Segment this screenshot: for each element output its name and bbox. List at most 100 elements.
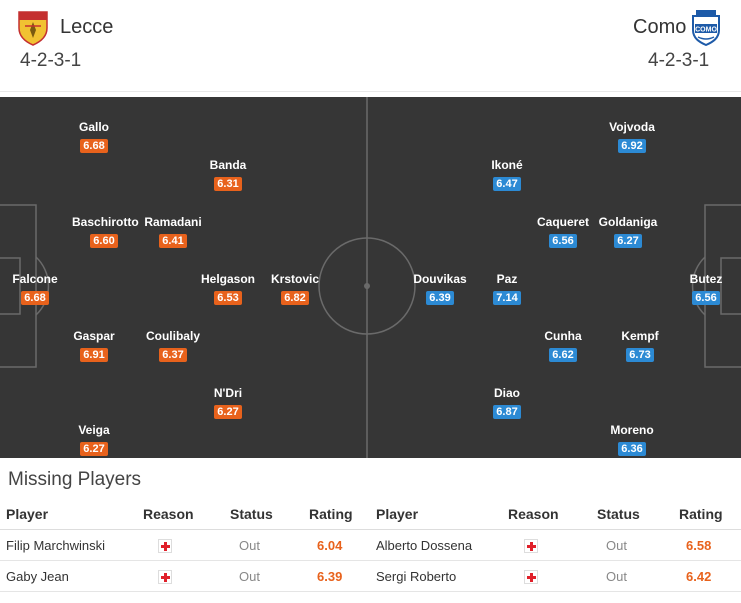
- header-rating: Rating: [679, 506, 723, 522]
- missing-player-name[interactable]: Filip Marchwinski: [6, 538, 105, 553]
- player-rating: 6.92: [618, 139, 646, 153]
- player-name: Coulibaly: [145, 329, 200, 343]
- player-name: Ikoné: [491, 158, 523, 172]
- header-player: Player: [6, 506, 49, 522]
- player-name: Douvikas: [413, 272, 467, 286]
- player-name: Veiga: [78, 423, 110, 437]
- home-player-helgason[interactable]: Helgason 6.53: [199, 272, 257, 306]
- player-name: Baschirotto: [72, 215, 139, 229]
- player-rating: 6.39: [426, 291, 454, 305]
- pitch: Gallo 6.68 Banda 6.31 Baschirotto 6.60 R…: [0, 97, 741, 458]
- away-player-vojvoda[interactable]: Vojvoda 6.92: [592, 120, 672, 154]
- player-name: Kempf: [621, 329, 659, 343]
- svg-text:COMO: COMO: [695, 27, 717, 34]
- player-rating: 6.60: [90, 234, 118, 248]
- header-reason: Reason: [143, 506, 194, 522]
- away-player-goldaniga[interactable]: Goldaniga 6.27: [597, 215, 659, 249]
- missing-player-name[interactable]: Sergi Roberto: [376, 569, 457, 584]
- home-player-veiga[interactable]: Veiga 6.27: [54, 423, 134, 457]
- player-name: Banda: [209, 158, 247, 172]
- player-name: Diao: [493, 386, 520, 400]
- player-rating: 6.68: [21, 291, 49, 305]
- away-player-ikone[interactable]: Ikoné 6.47: [467, 158, 547, 192]
- player-name: Caqueret: [536, 215, 589, 229]
- player-rating: 7.14: [493, 291, 521, 305]
- home-player-coulibaly[interactable]: Coulibaly 6.37: [133, 329, 213, 363]
- player-name: Gallo: [78, 120, 109, 134]
- table-row: Gaby Jean Out 6.39 Sergi Roberto Out 6.4…: [0, 561, 741, 592]
- player-name: Ramadani: [144, 215, 202, 229]
- injury-cross-icon: [158, 570, 172, 584]
- injury-cross-icon: [524, 570, 538, 584]
- away-player-butez[interactable]: Butez 6.56: [666, 272, 741, 306]
- away-player-moreno[interactable]: Moreno 6.36: [592, 423, 672, 457]
- player-rating: 6.27: [80, 442, 108, 456]
- home-player-baschirotto[interactable]: Baschirotto 6.60: [72, 215, 139, 249]
- player-name: Gaspar: [73, 329, 115, 343]
- player-rating: 6.36: [618, 442, 646, 456]
- player-rating: 6.47: [493, 177, 521, 191]
- player-name: Moreno: [610, 423, 654, 437]
- player-rating: 6.91: [80, 348, 108, 362]
- missing-player-name[interactable]: Gaby Jean: [6, 569, 69, 584]
- home-player-banda[interactable]: Banda 6.31: [188, 158, 268, 192]
- player-rating: 6.82: [281, 291, 309, 305]
- header-status: Status: [230, 506, 273, 522]
- player-rating: 6.62: [549, 348, 577, 362]
- player-name: Cunha: [544, 329, 582, 343]
- missing-rating: 6.58: [686, 538, 712, 553]
- player-rating: 6.27: [214, 405, 242, 419]
- injury-cross-icon: [524, 539, 538, 553]
- home-player-gaspar[interactable]: Gaspar 6.91: [54, 329, 134, 363]
- missing-rating: 6.04: [317, 538, 343, 553]
- como-crest-icon[interactable]: COMO: [689, 8, 723, 46]
- home-player-krstovic[interactable]: Krstovic 6.82: [265, 272, 325, 306]
- player-name: Butez: [689, 272, 723, 286]
- home-player-gallo[interactable]: Gallo 6.68: [54, 120, 134, 154]
- player-rating: 6.56: [692, 291, 720, 305]
- away-player-kempf[interactable]: Kempf 6.73: [600, 329, 680, 363]
- player-name: Paz: [496, 272, 518, 286]
- player-name: Helgason: [200, 272, 255, 286]
- missing-status: Out: [239, 538, 260, 553]
- home-player-ramadani[interactable]: Ramadani 6.41: [141, 215, 205, 249]
- missing-rating: 6.42: [686, 569, 712, 584]
- home-team-name[interactable]: Lecce: [60, 16, 114, 38]
- player-rating: 6.31: [214, 177, 242, 191]
- away-team-name[interactable]: Como: [633, 16, 687, 38]
- home-player-ndri[interactable]: N'Dri 6.27: [188, 386, 268, 420]
- missing-status: Out: [606, 538, 627, 553]
- player-rating: 6.87: [493, 405, 521, 419]
- header-rating: Rating: [309, 506, 353, 522]
- player-name: Krstovic: [270, 272, 320, 286]
- player-rating: 6.41: [159, 234, 187, 248]
- player-rating: 6.27: [614, 234, 642, 248]
- injury-cross-icon: [158, 539, 172, 553]
- missing-players-header: Player Reason Status Rating Player Reaso…: [0, 498, 741, 530]
- away-player-cunha[interactable]: Cunha 6.62: [533, 329, 593, 363]
- away-player-diao[interactable]: Diao 6.87: [467, 386, 547, 420]
- away-player-paz[interactable]: Paz 7.14: [467, 272, 547, 306]
- away-formation: 4-2-3-1: [648, 50, 710, 71]
- player-rating: 6.73: [626, 348, 654, 362]
- player-rating: 6.53: [214, 291, 242, 305]
- missing-player-name[interactable]: Alberto Dossena: [376, 538, 473, 553]
- missing-status: Out: [606, 569, 627, 584]
- home-player-falcone[interactable]: Falcone 6.68: [0, 272, 75, 306]
- away-player-caqueret[interactable]: Caqueret 6.56: [533, 215, 593, 249]
- pitch-markings: [0, 97, 741, 458]
- player-rating: 6.37: [159, 348, 187, 362]
- header-status: Status: [597, 506, 640, 522]
- missing-rating: 6.39: [317, 569, 343, 584]
- lecce-crest-icon[interactable]: [16, 8, 50, 46]
- player-rating: 6.68: [80, 139, 108, 153]
- header-reason: Reason: [508, 506, 559, 522]
- player-name: Vojvoda: [609, 120, 655, 134]
- table-row: Filip Marchwinski Out 6.04 Alberto Dosse…: [0, 530, 741, 561]
- header-player: Player: [376, 506, 419, 522]
- missing-players-title: Missing Players: [8, 469, 142, 490]
- player-name: N'Dri: [213, 386, 243, 400]
- away-player-douvikas[interactable]: Douvikas 6.39: [400, 272, 480, 306]
- player-name: Falcone: [12, 272, 58, 286]
- match-header: Lecce 4-2-3-1 COMO Como 4-2-3-1: [0, 0, 741, 92]
